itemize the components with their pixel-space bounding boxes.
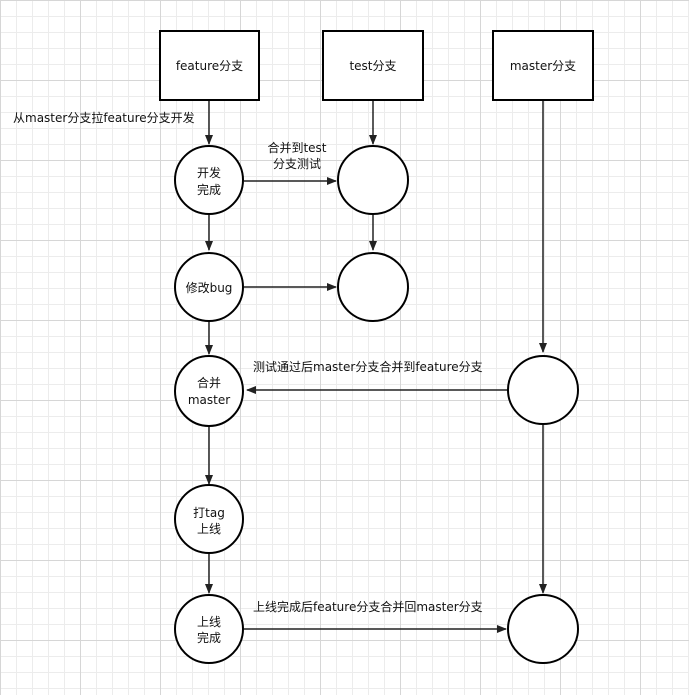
- branch-test-label: test分支: [349, 59, 396, 73]
- node-release-line-1: 上线: [197, 615, 221, 629]
- label-pull-from-master: 从master分支拉feature分支开发: [13, 110, 195, 125]
- node-tag-line-2: 上线: [197, 522, 221, 536]
- node-tag-line-1: 打tag: [193, 506, 225, 520]
- connectors: [205, 101, 547, 633]
- node-tag-release: 打tag 上线: [174, 484, 244, 554]
- node-merge-line-2: master: [188, 393, 230, 407]
- node-develop-complete: 开发 完成: [174, 145, 244, 215]
- node-test-2: [337, 252, 409, 322]
- label-master-merge-to-feature: 测试通过后master分支合并到feature分支: [253, 359, 483, 374]
- branch-master-box: master分支: [492, 30, 594, 101]
- branch-feature-label: feature分支: [176, 59, 243, 73]
- node-fix-bug-label: 修改bug: [186, 280, 233, 295]
- node-develop-line-2: 完成: [197, 182, 221, 197]
- label-merge-to-test-line-1: 合并到test: [267, 140, 326, 155]
- node-develop-line-1: 开发: [197, 165, 221, 180]
- node-test-1: [337, 145, 409, 215]
- node-master-1: [507, 355, 579, 425]
- node-fix-bug: 修改bug: [174, 252, 244, 322]
- branch-test-box: test分支: [322, 30, 424, 101]
- node-release-complete: 上线 完成: [174, 594, 244, 664]
- node-master-2: [507, 594, 579, 664]
- label-release-merge-back: 上线完成后feature分支合并回master分支: [253, 599, 483, 614]
- branch-feature-box: feature分支: [159, 30, 260, 101]
- label-merge-to-test-line-2: 分支测试: [273, 156, 321, 171]
- node-merge-master: 合并 master: [174, 355, 244, 427]
- branch-master-label: master分支: [510, 59, 576, 73]
- node-merge-line-1: 合并: [197, 375, 221, 390]
- node-release-line-2: 完成: [197, 630, 221, 645]
